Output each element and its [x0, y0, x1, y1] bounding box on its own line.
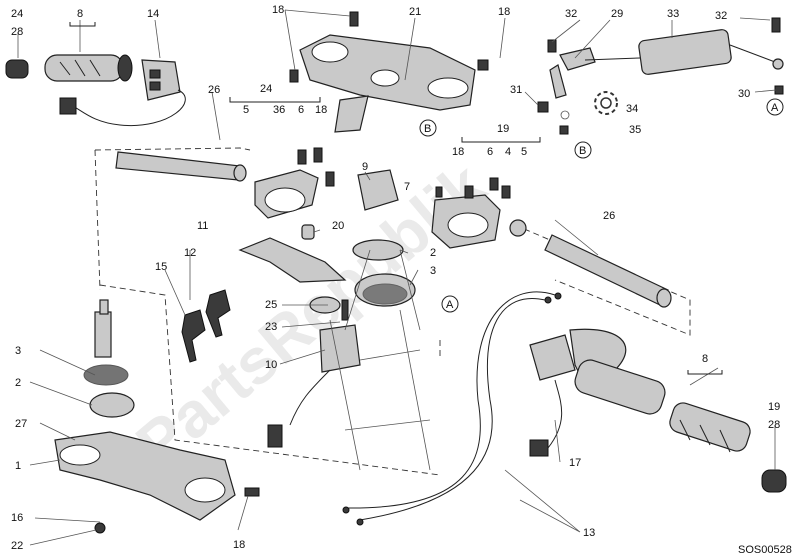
callout-17: 17 — [569, 457, 581, 469]
gear-icon — [594, 91, 618, 115]
callout-33: 33 — [667, 8, 679, 20]
callout-9: 9 — [362, 161, 368, 173]
ref-b-top: B — [424, 123, 431, 135]
callout-18: 18 — [315, 104, 327, 116]
callout-5: 5 — [521, 146, 527, 158]
right-clipon — [431, 177, 672, 308]
callout-18: 18 — [233, 539, 245, 551]
diagram-code: SOS00528 — [738, 544, 792, 556]
callout-6: 6 — [487, 146, 493, 158]
callout-28: 28 — [768, 419, 780, 431]
callout-24: 24 — [260, 83, 272, 95]
callout-26: 26 — [603, 210, 615, 222]
callout-8: 8 — [77, 8, 83, 20]
reference-markers — [419, 98, 784, 313]
callout-30: 30 — [738, 88, 750, 100]
callout-28: 28 — [11, 26, 23, 38]
left-grip-assembly — [5, 54, 133, 82]
callout-6: 6 — [298, 104, 304, 116]
callout-32: 32 — [715, 10, 727, 22]
callout-32: 32 — [565, 8, 577, 20]
steering-damper — [537, 17, 784, 135]
callout-7: 7 — [404, 181, 410, 193]
left-switch-14 — [59, 59, 186, 127]
callout-11: 11 — [197, 220, 208, 232]
leader-lines — [17, 9, 777, 546]
right-switch-throttle — [529, 328, 787, 493]
callout-24: 24 — [11, 8, 23, 20]
centre-parts — [238, 169, 416, 307]
callout-18: 18 — [272, 4, 284, 16]
callout-12: 12 — [184, 247, 196, 259]
callout-25: 25 — [265, 299, 277, 311]
callout-3: 3 — [15, 345, 21, 357]
frame-sketch — [329, 249, 431, 471]
ref-a-right: A — [771, 102, 779, 114]
callout-14: 14 — [147, 8, 159, 20]
callout-34: 34 — [626, 103, 638, 115]
group-brackets — [69, 22, 723, 375]
callout-15: 15 — [155, 261, 167, 273]
callout-18: 18 — [452, 146, 464, 158]
callout-13: 13 — [583, 527, 595, 539]
callout-5: 5 — [243, 104, 249, 116]
callout-8: 8 — [702, 353, 708, 365]
throttle-cables-13 — [342, 291, 562, 526]
callout-3: 3 — [430, 265, 436, 277]
lower-triple-clamp — [54, 299, 260, 534]
callout-21: 21 — [409, 6, 421, 18]
callout-26: 26 — [208, 84, 220, 96]
callout-19: 19 — [497, 123, 509, 135]
callout-labels: 24 28 8 14 18 21 18 32 29 33 32 26 24 5 … — [11, 4, 780, 552]
callout-1: 1 — [15, 460, 21, 472]
callout-35: 35 — [629, 124, 641, 136]
callout-27: 27 — [15, 418, 27, 430]
callout-4: 4 — [505, 146, 511, 158]
callout-2: 2 — [15, 377, 21, 389]
callout-31: 31 — [510, 84, 522, 96]
callout-2: 2 — [430, 247, 436, 259]
top-triple-clamp-21 — [289, 11, 489, 133]
callout-23: 23 — [265, 321, 277, 333]
left-clipon — [115, 147, 335, 219]
callout-36: 36 — [273, 104, 285, 116]
callout-18: 18 — [498, 6, 510, 18]
callout-10: 10 — [265, 359, 277, 371]
callout-20: 20 — [332, 220, 344, 232]
ref-a-centre: A — [446, 299, 454, 311]
callout-19: 19 — [768, 401, 780, 413]
callout-29: 29 — [611, 8, 623, 20]
callout-22: 22 — [11, 540, 23, 552]
callout-16: 16 — [11, 512, 23, 524]
ref-b-right: B — [579, 145, 586, 157]
ignition-keys — [181, 289, 231, 363]
